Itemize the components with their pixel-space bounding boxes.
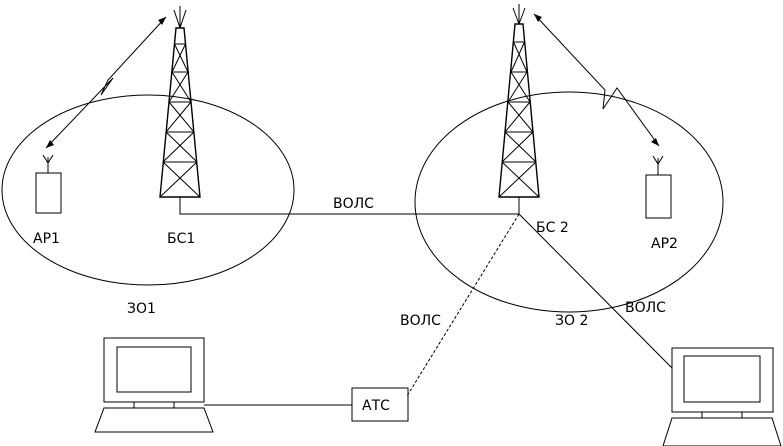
label-bs2: БС 2 xyxy=(536,220,569,236)
exchange-box xyxy=(351,387,409,422)
base-station-2-tower xyxy=(498,4,540,198)
label-exchange: АТС xyxy=(362,398,390,414)
coverage-zone-2 xyxy=(414,91,724,313)
label-bs1: БС1 xyxy=(167,231,195,247)
coverage-zone-1 xyxy=(1,94,295,286)
label-ap2: АР2 xyxy=(651,236,678,252)
subscriber-station-2 xyxy=(645,155,672,219)
fiber-link-bs1-bs2 xyxy=(179,197,520,215)
computer-2-icon xyxy=(662,347,782,446)
radio-link-1 xyxy=(45,16,167,149)
label-ap1: АР1 xyxy=(33,231,60,247)
subscriber-station-1 xyxy=(35,154,62,214)
label-fiber-right: ВОЛС xyxy=(625,300,666,316)
label-zone1: ЗО1 xyxy=(127,301,156,317)
radio-link-2 xyxy=(533,13,660,147)
label-fiber-mid: ВОЛС xyxy=(400,313,441,329)
fiber-link-bs2-computer-2 xyxy=(518,213,673,369)
fiber-link-bs2-exchange xyxy=(406,213,520,397)
label-fiber-top: ВОЛС xyxy=(333,196,374,212)
label-zone2: ЗО 2 xyxy=(555,313,588,329)
base-station-1-tower xyxy=(159,6,201,198)
computer-1-icon xyxy=(94,337,214,433)
